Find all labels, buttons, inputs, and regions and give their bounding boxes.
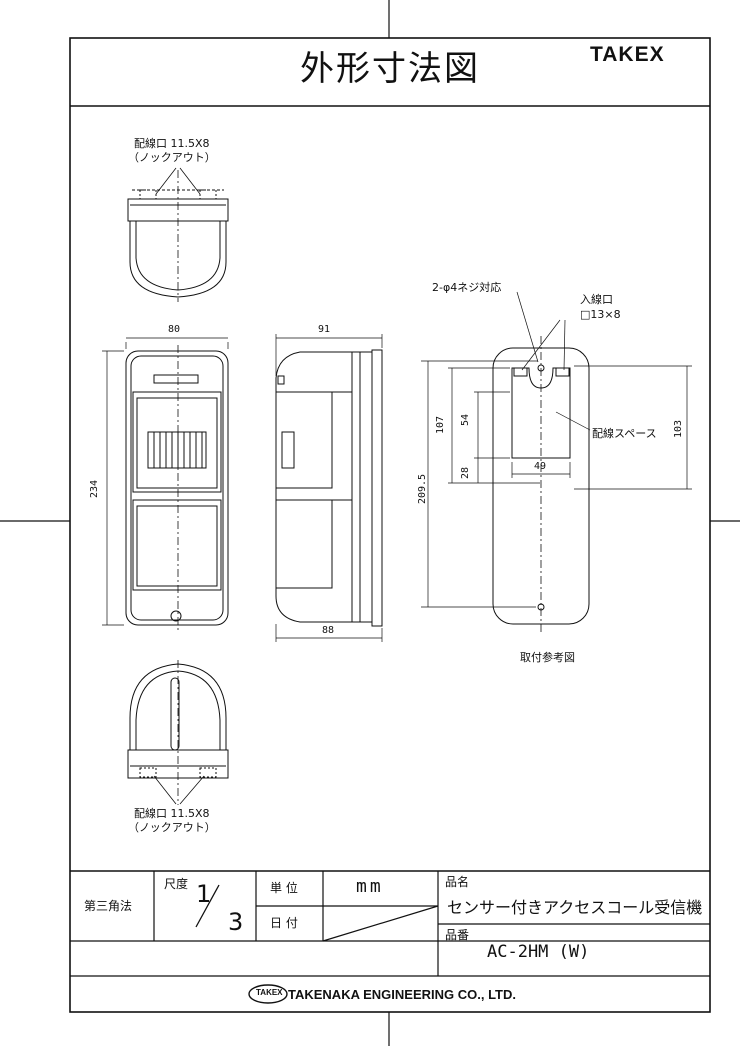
scale-denominator: 3 bbox=[228, 908, 244, 936]
dim-54: 54 bbox=[460, 413, 472, 427]
company-name: TAKENAKA ENGINEERING CO., LTD. bbox=[288, 987, 516, 1002]
bottom-view bbox=[127, 660, 229, 805]
product-name: センサー付きアクセスコール受信機 bbox=[447, 898, 703, 917]
side-bottom-width-dim: 88 bbox=[322, 625, 335, 636]
dim-209: 209.5 bbox=[417, 473, 429, 505]
top-view-callout-1: 配線口 11.5X8 bbox=[134, 137, 210, 150]
brand-logo: TAKEX bbox=[590, 43, 665, 66]
top-view-callout-2: （ノックアウト） bbox=[128, 151, 216, 164]
date-diagonal bbox=[322, 905, 439, 942]
dim-28: 28 bbox=[460, 466, 472, 480]
part-no-label: 品番 bbox=[445, 928, 470, 942]
front-width-dim: 80 bbox=[168, 324, 181, 335]
company-logo-oval bbox=[248, 984, 288, 1004]
inlet-label-1: 入線口 bbox=[580, 293, 613, 306]
front-view bbox=[102, 337, 229, 632]
top-view bbox=[127, 167, 229, 302]
product-name-label: 品名 bbox=[445, 875, 470, 889]
company-logo-text: TAKEX bbox=[256, 988, 283, 997]
bottom-view-callout-2: （ノックアウト） bbox=[128, 821, 216, 834]
dim-107: 107 bbox=[435, 415, 447, 435]
side-top-width-dim: 91 bbox=[318, 324, 331, 335]
inlet-label-2: □13×8 bbox=[580, 308, 621, 321]
date-label: 日 付 bbox=[270, 916, 298, 930]
dim-103: 103 bbox=[673, 419, 685, 439]
front-height-dim: 234 bbox=[89, 479, 101, 499]
scale-slash bbox=[195, 884, 220, 928]
scale-numerator: 1 bbox=[196, 880, 212, 908]
unit-label: 単 位 bbox=[270, 881, 298, 895]
mounting-view bbox=[421, 291, 692, 634]
wiring-space-label: 配線スペース bbox=[592, 427, 657, 440]
side-view bbox=[275, 334, 383, 642]
scale-label: 尺度 bbox=[164, 877, 189, 891]
mounting-caption: 取付参考図 bbox=[520, 651, 575, 664]
screw-label: 2-φ4ネジ対応 bbox=[432, 281, 502, 294]
part-number: AC-2HM (W) bbox=[487, 942, 590, 962]
projection-label: 第三角法 bbox=[84, 899, 133, 913]
drawing-title: 外形寸法図 bbox=[300, 49, 480, 89]
outer-frame bbox=[69, 37, 711, 1013]
dim-49: 49 bbox=[534, 461, 547, 472]
unit-value: mm bbox=[356, 876, 384, 897]
bottom-view-callout-1: 配線口 11.5X8 bbox=[134, 807, 210, 820]
